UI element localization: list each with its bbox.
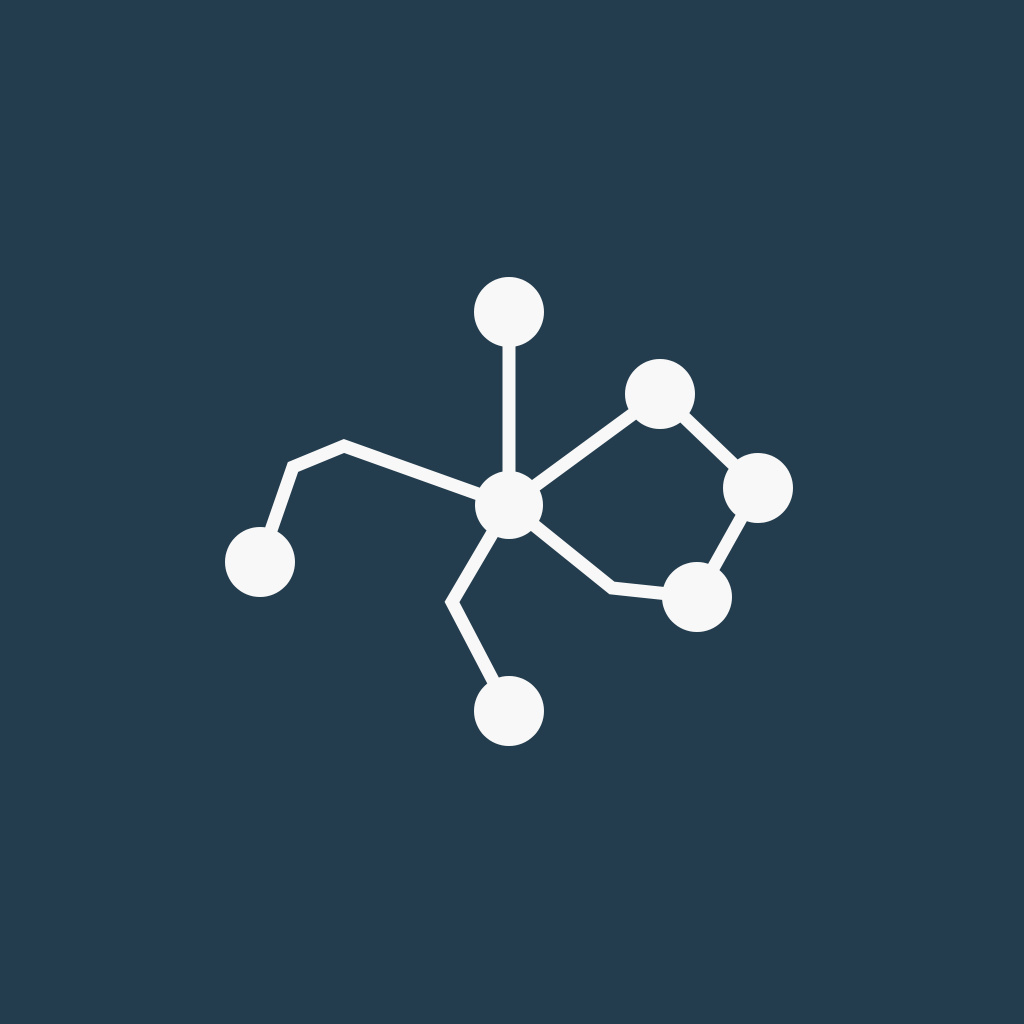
node-hub xyxy=(475,471,543,539)
node-bottom xyxy=(474,676,544,746)
node-ring-right xyxy=(723,453,793,523)
edge-hub-to-bottom-node xyxy=(444,501,515,715)
node-left xyxy=(225,527,295,597)
node-ring-top xyxy=(625,359,695,429)
edge-hub-to-left-node xyxy=(253,439,512,565)
node-top xyxy=(474,277,544,347)
node-ring-bottom xyxy=(662,562,732,632)
graph-nodes xyxy=(225,277,793,746)
